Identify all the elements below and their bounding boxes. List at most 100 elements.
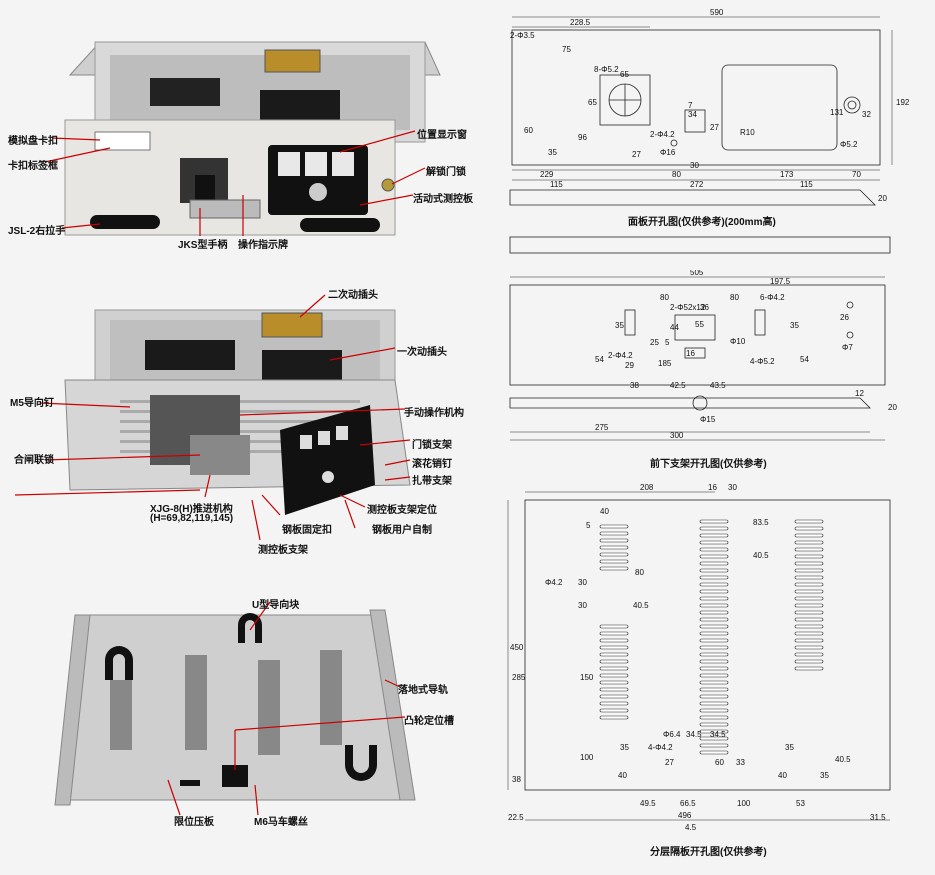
dim-208: 208 bbox=[640, 483, 654, 492]
dim-27-a: 27 bbox=[710, 123, 719, 132]
louver-slot bbox=[699, 603, 729, 608]
dim-5: 5 bbox=[586, 521, 591, 530]
louver-slot bbox=[794, 666, 824, 671]
louver-slot bbox=[794, 554, 824, 559]
louver-slot bbox=[699, 631, 729, 636]
caption-layer-partition: 分层隔板开孔图(仅供参考) bbox=[650, 847, 767, 858]
louver-slot bbox=[699, 617, 729, 622]
dim-20: 20 bbox=[878, 194, 887, 203]
dim-44: 44 bbox=[670, 323, 679, 332]
dim-6-phi4-2: 6-Φ4.2 bbox=[760, 293, 785, 302]
dim-70: 70 bbox=[852, 170, 861, 179]
louver-slot bbox=[794, 526, 824, 531]
dim-60: 60 bbox=[524, 126, 533, 135]
louver-slot bbox=[699, 547, 729, 552]
louver-slot bbox=[599, 538, 629, 543]
dim-30-c: 30 bbox=[578, 601, 587, 610]
photo-floor-plate bbox=[54, 601, 416, 816]
caption-front-bracket: 前下支架开孔图(仅供参考) bbox=[650, 459, 767, 470]
dim-7: 7 bbox=[688, 101, 693, 110]
dim-16: 16 bbox=[708, 483, 717, 492]
dim-80: 80 bbox=[672, 170, 681, 179]
dim-40-a: 40 bbox=[600, 507, 609, 516]
label-panel-bracket: 测控板支架 bbox=[258, 545, 308, 556]
label-mimic-clip: 模拟盘卡扣 bbox=[8, 136, 58, 147]
drawing-panel-cutout: 590 228.5 2-Φ3.5 75 8-Φ5.2 65 65 7 34 2-… bbox=[509, 8, 910, 254]
label-pos-window: 位置显示窗 bbox=[417, 130, 467, 141]
dim-83-5: 83.5 bbox=[753, 518, 769, 527]
dim-34: 34 bbox=[688, 110, 697, 119]
label-unlock: 解锁门锁 bbox=[426, 167, 466, 178]
dim-8-phi5-2: 8-Φ5.2 bbox=[594, 65, 619, 74]
dim-53: 53 bbox=[796, 799, 805, 808]
dim-65-v: 65 bbox=[588, 98, 597, 107]
dim-31-5: 31.5 bbox=[870, 813, 886, 822]
label-manual-mech: 手动操作机构 bbox=[404, 408, 464, 419]
louver-slot bbox=[699, 722, 729, 727]
louver-slot bbox=[699, 687, 729, 692]
dim-34-5-b: 34.5 bbox=[710, 730, 726, 739]
louver-slot bbox=[699, 596, 729, 601]
dim-100-b: 100 bbox=[737, 799, 751, 808]
louver-slot bbox=[794, 645, 824, 650]
louver-slot bbox=[599, 559, 629, 564]
dim-35-b: 35 bbox=[790, 321, 799, 330]
label-right-handle: JSL-2右拉手 bbox=[8, 226, 66, 237]
dim-40-c: 40 bbox=[778, 771, 787, 780]
label-m5-pin: M5导向钉 bbox=[10, 398, 54, 409]
label-closing-lock: 合闸联锁 bbox=[14, 455, 54, 466]
dim-450: 450 bbox=[510, 643, 524, 652]
louver-slot bbox=[599, 708, 629, 713]
dim-32: 32 bbox=[862, 110, 871, 119]
louver-slot bbox=[599, 624, 629, 629]
louver-slot bbox=[699, 666, 729, 671]
louver-slot bbox=[794, 631, 824, 636]
dim-75: 75 bbox=[562, 45, 571, 54]
dim-phi6-4: Φ6.4 bbox=[663, 730, 681, 739]
louver-slot bbox=[699, 554, 729, 559]
dim-phi7: Φ7 bbox=[842, 343, 853, 352]
louver-slot bbox=[599, 552, 629, 557]
louver-slot bbox=[699, 561, 729, 566]
louver-slot bbox=[794, 610, 824, 615]
dim-173: 173 bbox=[780, 170, 794, 179]
dim-275: 275 bbox=[595, 423, 609, 432]
louver-slot bbox=[599, 524, 629, 529]
dim-80-a: 80 bbox=[660, 293, 669, 302]
louver-slot bbox=[599, 694, 629, 699]
dim-229: 229 bbox=[540, 170, 554, 179]
louver-slot bbox=[699, 533, 729, 538]
dim-40-b: 40 bbox=[618, 771, 627, 780]
drawing-front-bracket: 505 197.5 80 80 2-Φ52x12 36 6-Φ4.2 55 44… bbox=[509, 270, 897, 441]
louver-slot bbox=[699, 638, 729, 643]
dim-16: 16 bbox=[686, 349, 695, 358]
dim-300: 300 bbox=[670, 431, 684, 440]
dim-2-phi3-5: 2-Φ3.5 bbox=[510, 31, 535, 40]
dim-80: 80 bbox=[635, 568, 644, 577]
label-panel-bracket-pos: 测控板支架定位 bbox=[367, 505, 437, 516]
dim-60: 60 bbox=[715, 758, 724, 767]
dim-35-a: 35 bbox=[620, 743, 629, 752]
louver-slot bbox=[699, 694, 729, 699]
dim-100: 100 bbox=[580, 753, 594, 762]
louver-slot bbox=[794, 659, 824, 664]
dim-54-b: 54 bbox=[800, 355, 809, 364]
photo-internal-view bbox=[14, 294, 411, 541]
louver-slot bbox=[699, 610, 729, 615]
louver-slot bbox=[794, 603, 824, 608]
dim-phi10: Φ10 bbox=[730, 337, 746, 346]
dim-30-b: 30 bbox=[578, 578, 587, 587]
dim-27: 27 bbox=[665, 758, 674, 767]
louver-slot bbox=[699, 589, 729, 594]
dim-55: 55 bbox=[695, 320, 704, 329]
louver-slot bbox=[699, 540, 729, 545]
dim-34-5-a: 34.5 bbox=[686, 730, 702, 739]
dim-185: 185 bbox=[658, 359, 672, 368]
dim-54-a: 54 bbox=[595, 355, 604, 364]
dim-285: 285 bbox=[512, 673, 526, 682]
dim-43-5: 43.5 bbox=[710, 381, 726, 390]
dim-35-a: 35 bbox=[615, 321, 624, 330]
louver-slot bbox=[699, 701, 729, 706]
dim-80-b: 80 bbox=[730, 293, 739, 302]
dim-r10: R10 bbox=[740, 128, 755, 137]
